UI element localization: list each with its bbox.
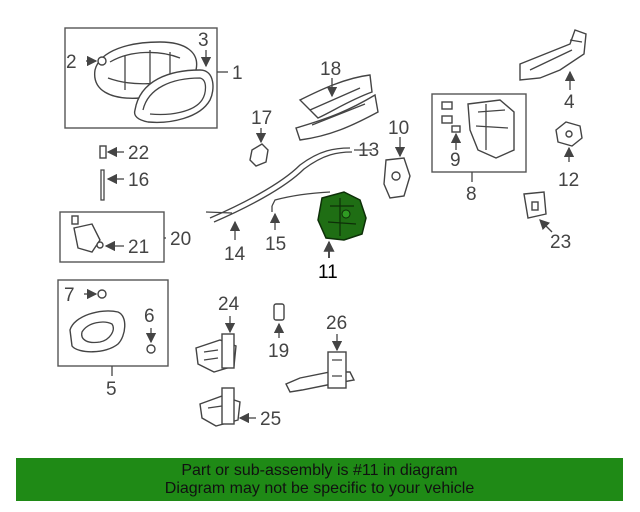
part-18-bracket: [295, 74, 379, 141]
callout-26: 26: [326, 313, 347, 334]
info-banner: Part or sub-assembly is #11 in diagram D…: [16, 458, 623, 501]
part-11-door-lock-highlighted: [317, 191, 367, 241]
part-17-clip: [249, 143, 269, 167]
callout-9: 9: [450, 150, 461, 171]
lock-assembly-part: [441, 99, 515, 159]
callout-22: 22: [128, 143, 149, 164]
callout-3: 3: [198, 30, 209, 51]
part-25-hinge: [199, 387, 241, 427]
callout-19: 19: [268, 341, 289, 362]
banner-line-2: Diagram may not be specific to your vehi…: [164, 480, 475, 497]
rod-14: [205, 211, 233, 214]
screw-7-part: [97, 289, 107, 299]
handle-gasket-part: [133, 69, 214, 124]
part-19-bumper: [273, 303, 285, 321]
part-10-actuator: [383, 157, 411, 199]
rod-13: [209, 147, 353, 223]
lock-assembly-group-box: [431, 93, 527, 173]
rod-15: [271, 191, 331, 212]
callout-6: 6: [144, 306, 155, 327]
callout-20: 20: [170, 229, 191, 250]
callout-13: 13: [358, 140, 379, 161]
inner-handle-group-box: [59, 211, 165, 263]
callout-16: 16: [128, 170, 149, 191]
callout-15: 15: [265, 234, 286, 255]
callout-5: 5: [106, 379, 117, 400]
callout-25: 25: [260, 409, 281, 430]
callout-18: 18: [320, 59, 341, 80]
callout-14: 14: [224, 244, 246, 265]
inside-handle-group-box: [57, 279, 169, 367]
screw-part: [97, 56, 107, 66]
callout-4: 4: [564, 92, 575, 113]
callout-21: 21: [128, 237, 149, 258]
part-24-hinge: [195, 333, 237, 373]
part-23-cover: [523, 191, 547, 219]
part-22-pin: [99, 145, 107, 159]
outside-handle-group-box: [64, 27, 218, 129]
banner-line-1: Part or sub-assembly is #11 in diagram: [181, 462, 458, 479]
parts-diagram: 2 3 1 18 17 13 14 15 10 11: [57, 27, 587, 430]
callout-23: 23: [550, 232, 571, 253]
callout-12: 12: [558, 170, 579, 191]
callout-11: 11: [318, 262, 338, 283]
part-26-door-checker: [285, 351, 356, 393]
callout-2: 2: [66, 52, 77, 73]
callout-8: 8: [466, 184, 477, 205]
callout-24: 24: [218, 294, 240, 315]
callout-17: 17: [251, 108, 272, 129]
part-21-assembly: [71, 215, 104, 253]
part-4-rail: [519, 29, 587, 81]
screw-6-part: [146, 344, 156, 354]
callout-7: 7: [64, 285, 75, 306]
part-16-rod: [100, 169, 105, 201]
part-12-bracket: [555, 121, 583, 147]
callout-1: 1: [232, 63, 243, 84]
inside-handle-part: [69, 310, 126, 353]
callout-10: 10: [388, 118, 409, 139]
